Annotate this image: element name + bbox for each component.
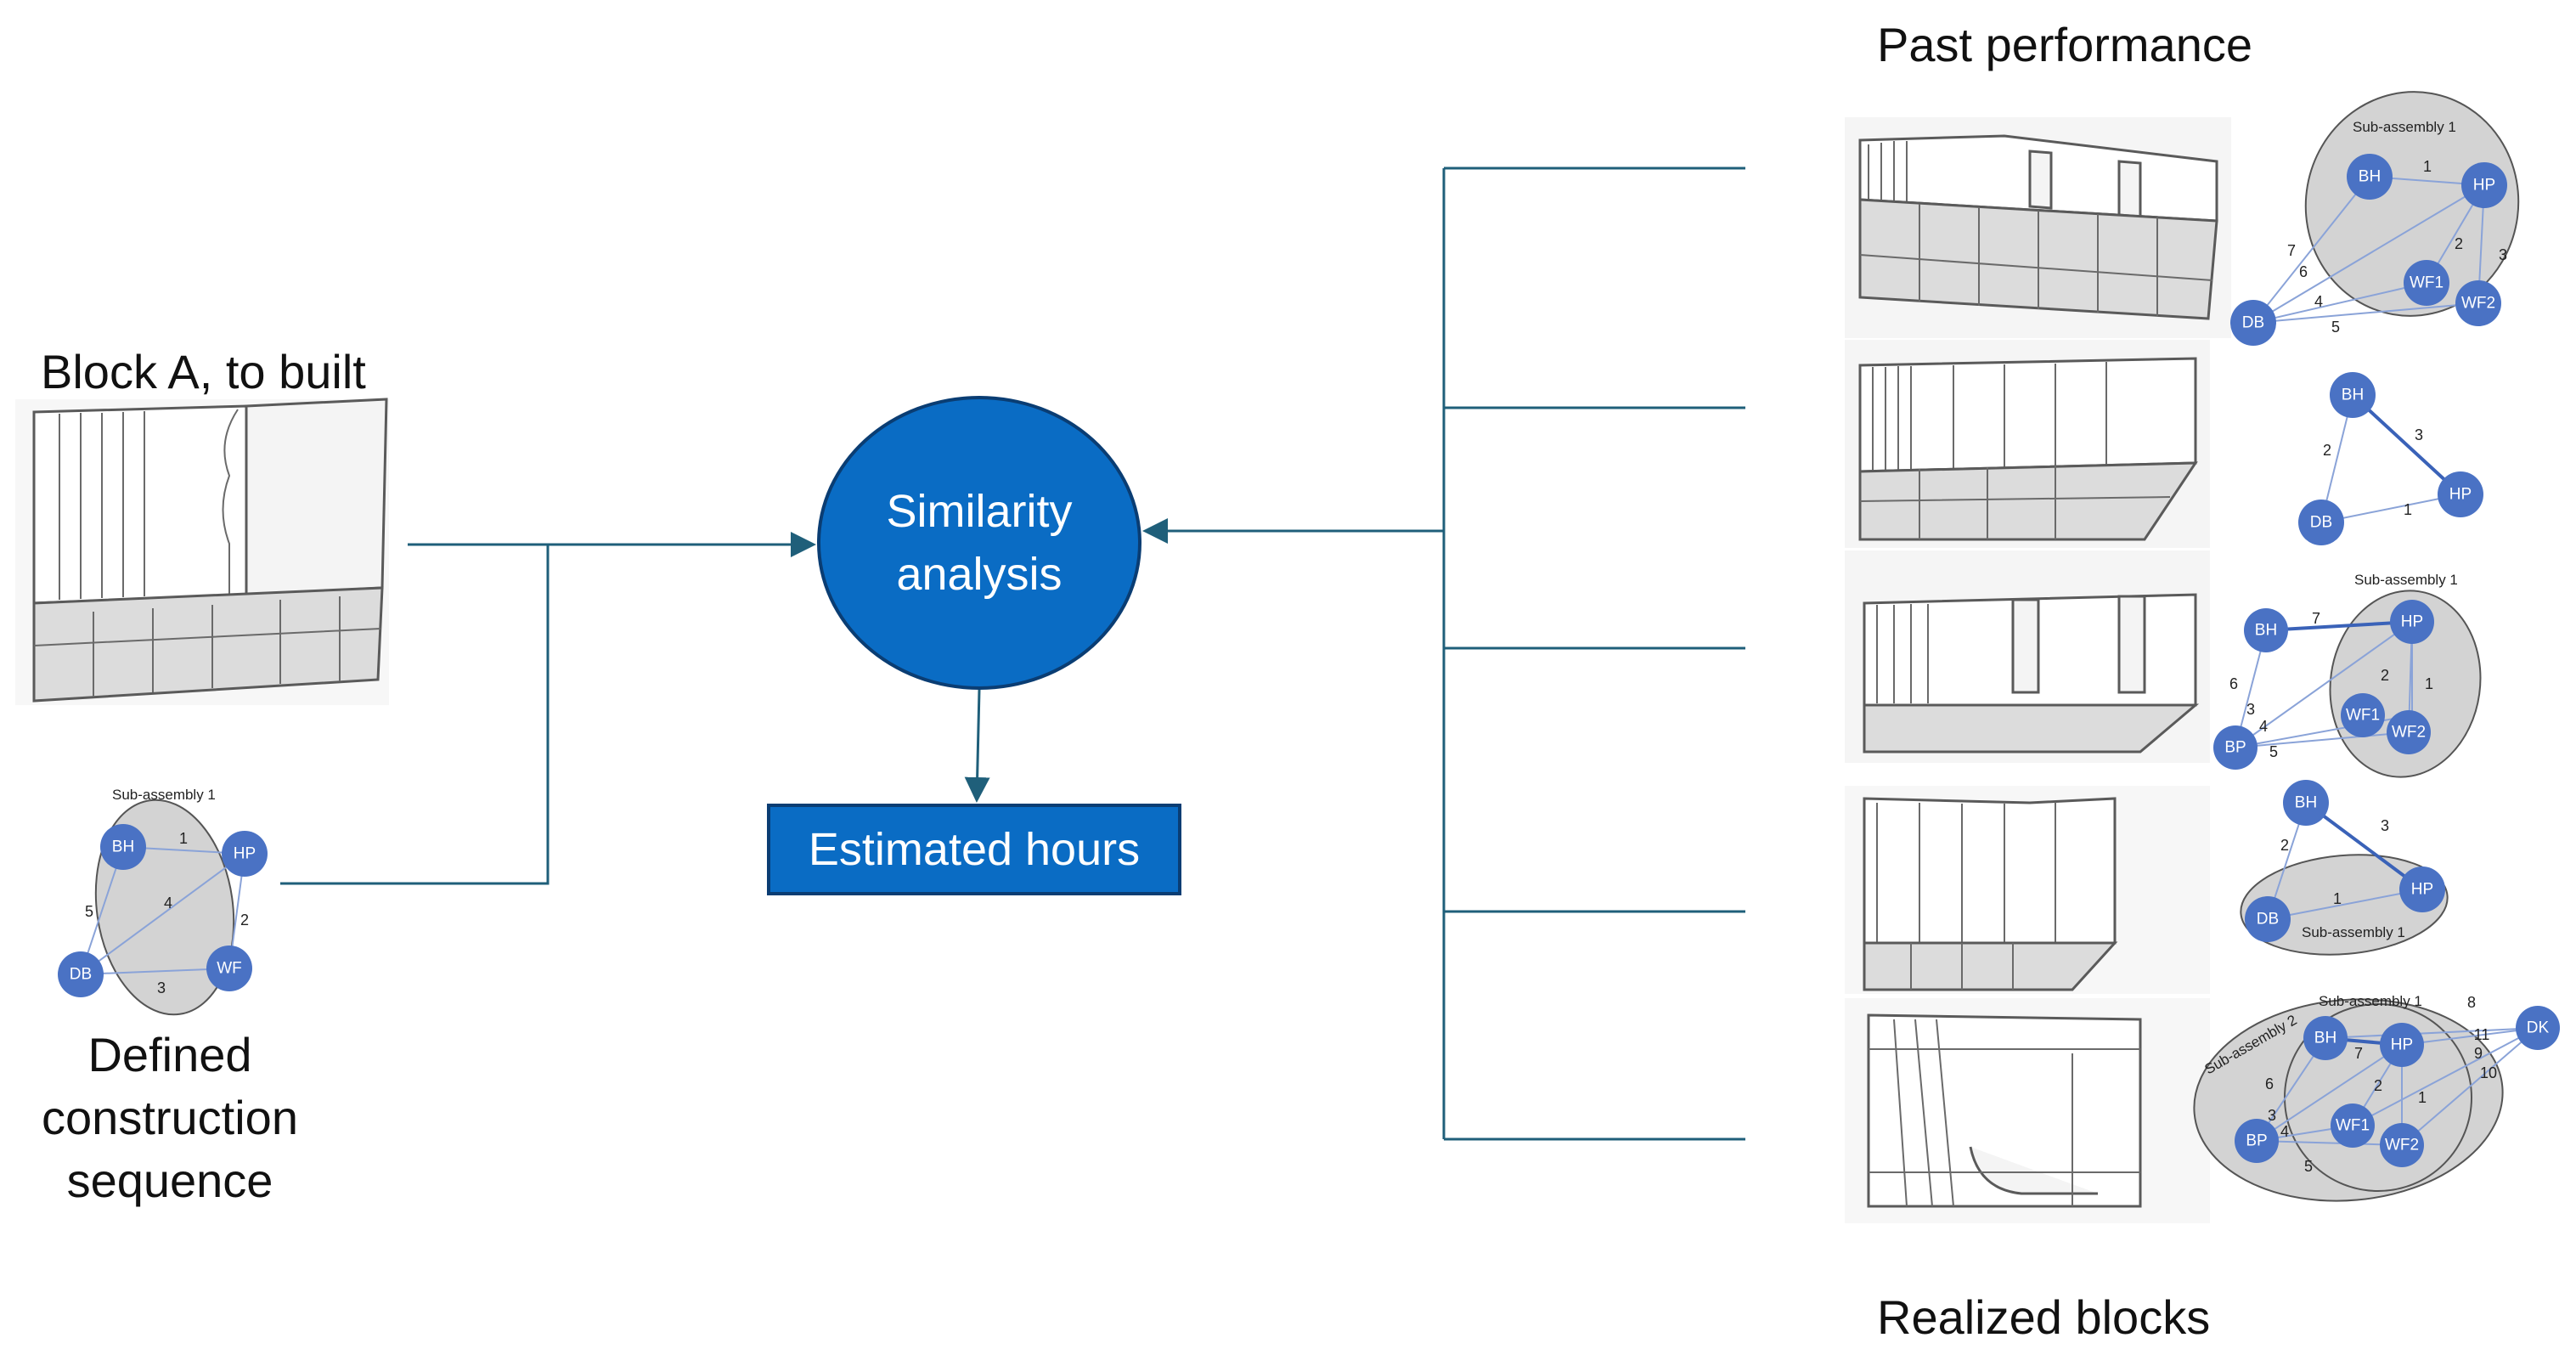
svg-text:6: 6 xyxy=(2229,675,2238,692)
svg-text:1: 1 xyxy=(2333,890,2342,907)
svg-text:5: 5 xyxy=(2331,319,2340,336)
past-block-1-render xyxy=(1845,117,2231,338)
svg-text:3: 3 xyxy=(2246,701,2255,718)
svg-text:HP: HP xyxy=(2473,177,2495,195)
svg-text:1: 1 xyxy=(2423,158,2432,175)
svg-text:HP: HP xyxy=(234,845,256,863)
svg-text:BH: BH xyxy=(112,838,134,856)
svg-text:BP: BP xyxy=(2224,739,2246,757)
svg-text:2: 2 xyxy=(2374,1077,2382,1094)
svg-text:DB: DB xyxy=(2310,514,2332,532)
svg-text:1: 1 xyxy=(2404,501,2412,518)
connector-lines xyxy=(280,167,1745,1141)
svg-text:Sub-assembly 1: Sub-assembly 1 xyxy=(2302,924,2405,940)
svg-text:6: 6 xyxy=(2265,1075,2274,1092)
svg-text:4: 4 xyxy=(2314,293,2323,310)
estimated-hours-label: Estimated hours xyxy=(808,824,1141,875)
construction-sequence-title: Defined construction sequence xyxy=(42,1028,298,1207)
svg-text:BH: BH xyxy=(2295,794,2317,812)
svg-text:4: 4 xyxy=(164,895,172,912)
svg-text:6: 6 xyxy=(2299,263,2308,280)
svg-text:BH: BH xyxy=(2342,387,2364,404)
svg-text:Sub-assembly 1: Sub-assembly 1 xyxy=(2353,119,2456,135)
past-block-3-render xyxy=(1845,550,2210,763)
svg-text:1: 1 xyxy=(179,830,188,847)
svg-text:Sub-assembly 1: Sub-assembly 1 xyxy=(112,787,216,803)
svg-text:WF1: WF1 xyxy=(2410,274,2444,292)
svg-text:BH: BH xyxy=(2255,622,2277,640)
svg-text:Sub-assembly 1: Sub-assembly 1 xyxy=(2354,572,2458,588)
svg-text:DB: DB xyxy=(70,966,92,984)
svg-text:1: 1 xyxy=(2425,675,2433,692)
similarity-analysis-node: Similarity analysis xyxy=(817,396,1141,690)
svg-text:4: 4 xyxy=(2280,1123,2289,1140)
svg-text:HP: HP xyxy=(2449,486,2472,504)
svg-text:10: 10 xyxy=(2480,1064,2497,1081)
similarity-analysis-label: Similarity analysis xyxy=(886,486,1073,600)
svg-text:HP: HP xyxy=(2391,1036,2413,1054)
graph-past-5: Sub-assembly 1 Sub-assembly 2 1 2 3 4 5 … xyxy=(2193,993,2560,1202)
svg-text:WF: WF xyxy=(217,960,242,978)
graph-past-4: Sub-assembly 1 1 2 3 BH HP DB xyxy=(2240,780,2449,956)
svg-text:9: 9 xyxy=(2474,1045,2483,1062)
svg-text:HP: HP xyxy=(2411,881,2433,899)
graph-past-1: Sub-assembly 1 1 2 3 4 5 6 7 BH HP WF1 W… xyxy=(2230,91,2520,346)
svg-text:5: 5 xyxy=(2304,1158,2313,1175)
svg-text:5: 5 xyxy=(85,903,93,920)
past-block-2-render xyxy=(1845,340,2210,548)
svg-text:7: 7 xyxy=(2354,1045,2363,1062)
svg-text:7: 7 xyxy=(2312,610,2320,627)
svg-text:DB: DB xyxy=(2257,911,2279,929)
svg-text:BH: BH xyxy=(2314,1030,2336,1047)
svg-text:WF2: WF2 xyxy=(2385,1137,2419,1154)
svg-text:WF2: WF2 xyxy=(2461,295,2495,313)
svg-text:2: 2 xyxy=(2323,442,2331,459)
svg-text:8: 8 xyxy=(2467,994,2476,1011)
svg-text:2: 2 xyxy=(2280,837,2289,854)
svg-text:5: 5 xyxy=(2269,743,2278,760)
svg-text:7: 7 xyxy=(2287,242,2296,259)
svg-text:3: 3 xyxy=(157,979,166,996)
svg-text:DB: DB xyxy=(2242,314,2264,332)
svg-text:4: 4 xyxy=(2259,718,2268,735)
block-a-render xyxy=(15,398,389,705)
svg-text:2: 2 xyxy=(240,912,249,929)
realized-blocks-title: Realized blocks xyxy=(1877,1290,2211,1344)
block-a-title: Block A, to built xyxy=(41,345,366,398)
svg-text:1: 1 xyxy=(2418,1089,2427,1106)
graph-past-2: 1 2 3 BH HP DB xyxy=(2298,372,2483,545)
svg-text:WF2: WF2 xyxy=(2392,724,2426,742)
past-block-5-render xyxy=(1845,998,2210,1223)
svg-text:BP: BP xyxy=(2246,1132,2267,1150)
svg-text:3: 3 xyxy=(2415,426,2423,443)
svg-text:11: 11 xyxy=(2474,1026,2490,1043)
estimated-hours-box: Estimated hours xyxy=(767,804,1181,895)
svg-text:3: 3 xyxy=(2499,246,2507,263)
svg-text:WF1: WF1 xyxy=(2346,707,2380,725)
svg-text:BH: BH xyxy=(2359,168,2381,186)
svg-text:DK: DK xyxy=(2527,1019,2550,1037)
svg-text:2: 2 xyxy=(2381,667,2389,684)
svg-text:3: 3 xyxy=(2268,1107,2276,1124)
graph-defined-sequence: Sub-assembly 1 1 2 3 4 5 BH HP WF DB xyxy=(58,787,268,1016)
svg-text:Sub-assembly 1: Sub-assembly 1 xyxy=(2319,993,2422,1009)
svg-text:WF1: WF1 xyxy=(2336,1117,2370,1135)
past-block-4-render xyxy=(1845,786,2210,994)
svg-text:2: 2 xyxy=(2455,235,2463,252)
svg-text:3: 3 xyxy=(2381,817,2389,834)
svg-text:HP: HP xyxy=(2401,613,2423,631)
graph-past-3: Sub-assembly 1 1 2 3 4 5 6 7 BH HP WF1 W… xyxy=(2213,572,2482,778)
past-performance-title: Past performance xyxy=(1877,18,2252,71)
